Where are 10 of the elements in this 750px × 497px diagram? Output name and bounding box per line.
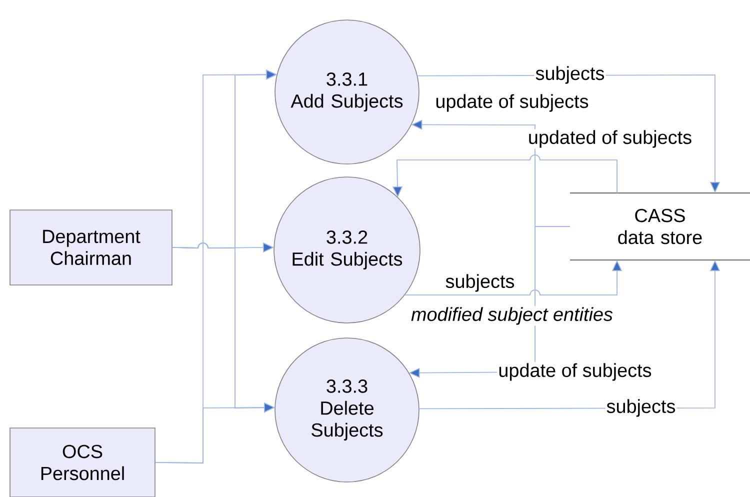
data-store: CASS data store (570, 192, 750, 261)
external-entity-box: OCS Personnel (10, 428, 156, 497)
edge-label: updated of subjects (526, 129, 694, 149)
external-entity-box: Department Chairman (10, 210, 172, 286)
flow-note: modified subject entities (410, 306, 614, 326)
edge-label: update of subjects (434, 93, 590, 113)
edge-label: subjects (444, 273, 516, 293)
edge-label: subjects (605, 398, 677, 418)
edge-label: subjects (534, 65, 606, 85)
edge-label: update of subjects (497, 362, 653, 382)
